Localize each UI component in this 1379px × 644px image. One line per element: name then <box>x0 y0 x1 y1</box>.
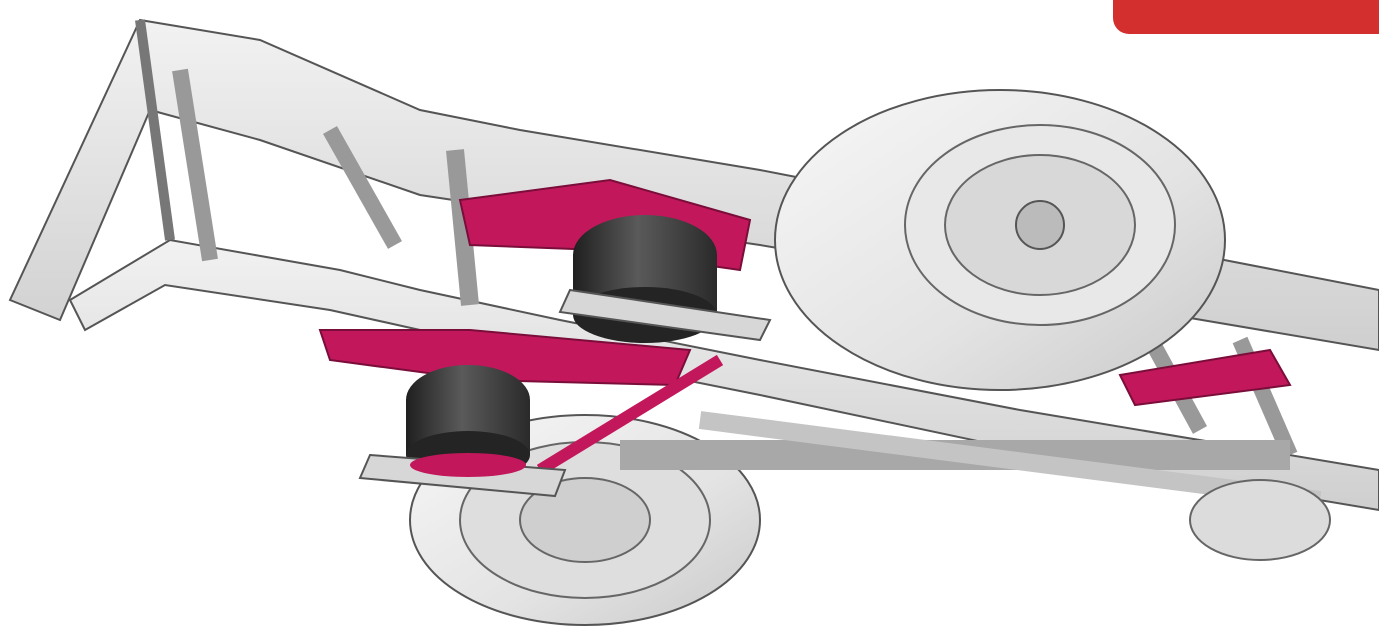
rear-right-wheel <box>774 89 1226 391</box>
axle-assembly <box>620 411 1331 561</box>
spring-seats <box>358 288 772 498</box>
corner-tab <box>1113 0 1379 34</box>
